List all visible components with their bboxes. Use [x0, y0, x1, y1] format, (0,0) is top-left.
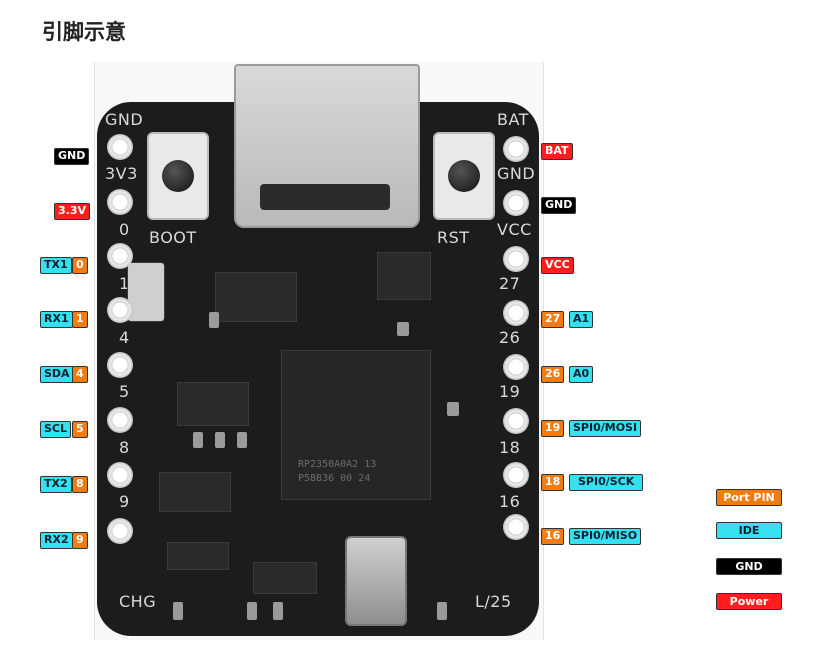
reset-button-cap [448, 160, 480, 192]
page-title: 引脚示意 [42, 20, 126, 44]
smd-component [173, 602, 183, 620]
silk-rst: RST [437, 228, 470, 247]
pin-pad [107, 297, 133, 323]
pin-label-a1: A1 [569, 311, 594, 328]
silk-gnd-left: GND [105, 110, 144, 129]
ldo-ic [253, 562, 317, 594]
pin-label-0: 0 [72, 257, 88, 274]
pin-label-scl: SCL [40, 421, 72, 438]
silk-gnd-right: GND [497, 164, 536, 183]
pin-label-4: 4 [72, 366, 88, 383]
silk-26: 26 [499, 328, 521, 347]
pin-label-18: 18 [541, 474, 565, 491]
pin-pad [503, 462, 529, 488]
pin-pad [503, 136, 529, 162]
pin-label-27: 27 [541, 311, 565, 328]
usb-c-connector [234, 64, 420, 228]
silk-boot: BOOT [149, 228, 197, 247]
pin-label-rx1: RX1 [40, 311, 73, 328]
regulator-chip [377, 252, 431, 300]
silk-1: 1 [119, 274, 130, 293]
pin-label-26: 26 [541, 366, 565, 383]
pin-pad [503, 300, 529, 326]
mcu-marking-2: P58B36 00 24 [298, 473, 371, 484]
boot-button-cap [162, 160, 194, 192]
pin-label-spi0-miso: SPI0/MISO [569, 528, 642, 545]
silk-0: 0 [119, 220, 130, 239]
small-ic [167, 542, 229, 570]
pin-label-9: 9 [72, 532, 88, 549]
silk-8: 8 [119, 438, 130, 457]
board-photo: GND 3V3 0 1 4 5 8 9 BOOT RST BAT GND VCC… [94, 62, 544, 642]
pin-pad [503, 246, 529, 272]
smd-component [397, 322, 409, 336]
pin-label-bat: BAT [541, 143, 573, 160]
pin-label-1: 1 [72, 311, 88, 328]
pin-label-gnd: GND [54, 148, 90, 165]
pin-label-19: 19 [541, 420, 565, 437]
silk-l25: L/25 [475, 592, 512, 611]
pin-pad [107, 518, 133, 544]
pin-label-vcc: VCC [541, 257, 574, 274]
silk-27: 27 [499, 274, 521, 293]
pin-label-8: 8 [72, 476, 88, 493]
mcu-marking-1: RP2350A0A2 13 [298, 459, 377, 470]
smd-component [447, 402, 459, 416]
pin-pad [503, 408, 529, 434]
smd-component [247, 602, 257, 620]
power-ic [177, 382, 249, 426]
legend-gnd: GND [716, 558, 782, 575]
mcu-chip: RP2350A0A2 13 P58B36 00 24 [281, 350, 431, 500]
pin-label-gnd-right: GND [541, 197, 577, 214]
silk-5: 5 [119, 382, 130, 401]
boot-button[interactable] [147, 132, 209, 220]
pin-label-spi0-mosi: SPI0/MOSI [569, 420, 642, 437]
pin-label-tx1: TX1 [40, 257, 72, 274]
reset-button[interactable] [433, 132, 495, 220]
silk-4: 4 [119, 328, 130, 347]
flash-chip [215, 272, 297, 322]
smd-component [209, 312, 219, 328]
pin-label-3v3: 3.3V [54, 203, 90, 220]
inductor [127, 262, 165, 322]
silk-16: 16 [499, 492, 521, 511]
charger-ic [159, 472, 231, 512]
silk-18: 18 [499, 438, 521, 457]
pin-label-5: 5 [72, 421, 88, 438]
pin-label-tx2: TX2 [40, 476, 72, 493]
smd-component [215, 432, 225, 448]
pin-pad [107, 189, 133, 215]
usb-c-port [260, 184, 390, 210]
legend-ide: IDE [716, 522, 782, 539]
silk-bat: BAT [497, 110, 529, 129]
pin-pad [107, 243, 133, 269]
pin-pad [107, 462, 133, 488]
pin-label-16: 16 [541, 528, 565, 545]
smd-component [193, 432, 203, 448]
pin-pad [107, 352, 133, 378]
pin-pad [503, 190, 529, 216]
smd-component [437, 602, 447, 620]
pin-label-rx2: RX2 [40, 532, 73, 549]
silk-3v3: 3V3 [105, 164, 138, 183]
silk-chg: CHG [119, 592, 157, 611]
pin-pad [503, 354, 529, 380]
silk-19: 19 [499, 382, 521, 401]
smd-component [237, 432, 247, 448]
legend-power: Power [716, 593, 782, 610]
silk-9: 9 [119, 492, 130, 511]
smd-component [273, 602, 283, 620]
pin-label-a0: A0 [569, 366, 594, 383]
legend-port-pin: Port PIN [716, 489, 782, 506]
pin-pad [107, 134, 133, 160]
silk-vcc: VCC [497, 220, 532, 239]
pin-pad [503, 514, 529, 540]
pin-label-spi0-sck: SPI0/SCK [569, 474, 644, 491]
pin-pad [107, 407, 133, 433]
pin-label-sda: SDA [40, 366, 74, 383]
crystal-oscillator [345, 536, 407, 626]
pcb: GND 3V3 0 1 4 5 8 9 BOOT RST BAT GND VCC… [97, 102, 539, 636]
